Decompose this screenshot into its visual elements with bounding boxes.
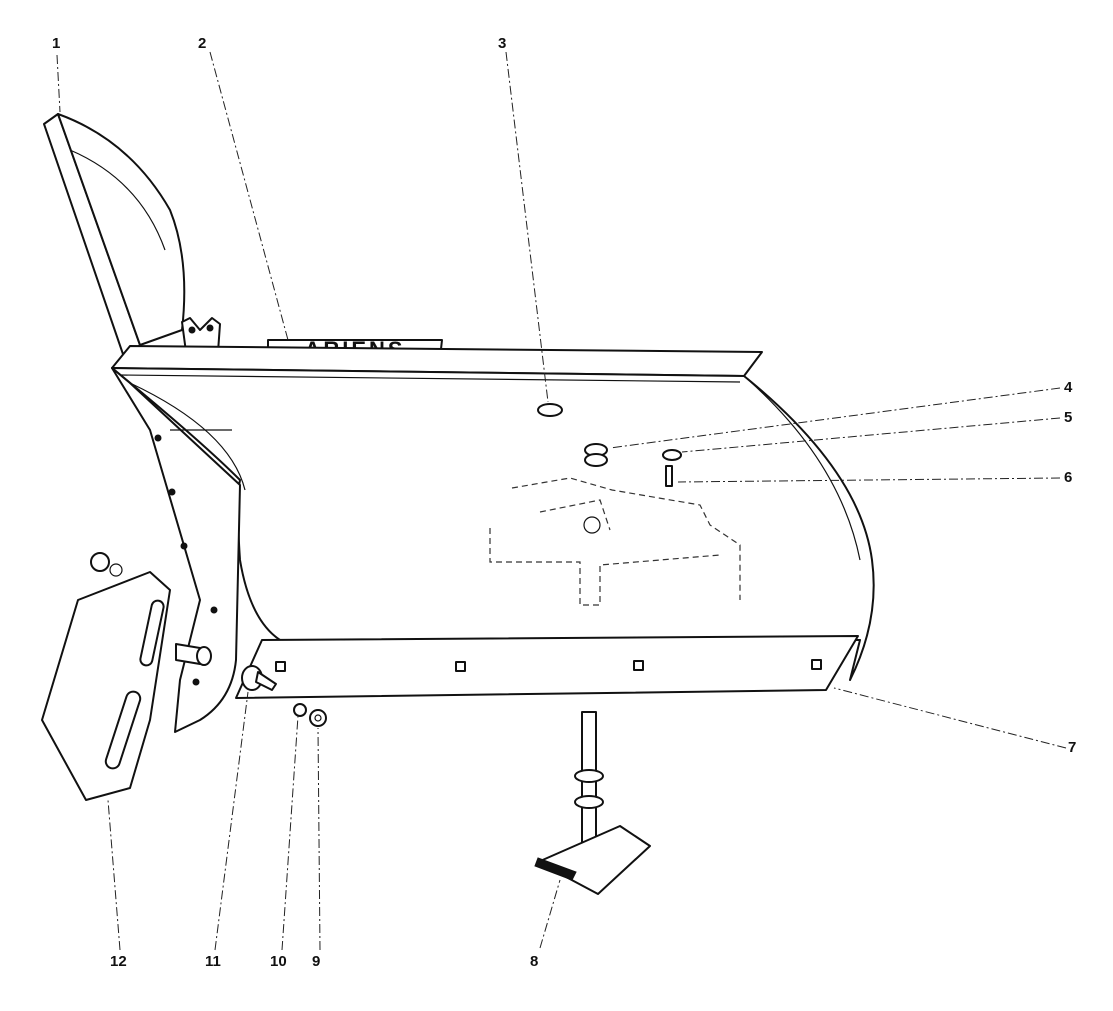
part-8-stand bbox=[534, 711, 651, 895]
part-11-bolt bbox=[241, 665, 277, 691]
callout-1: 1 bbox=[52, 35, 60, 52]
callout-5: 5 bbox=[1064, 409, 1072, 426]
part-12-skid-plate bbox=[41, 552, 212, 801]
callout-labels: 1 2 3 4 5 6 7 8 9 10 11 12 bbox=[52, 35, 1076, 970]
leader-lines bbox=[56, 51, 1067, 951]
moldboard-blade bbox=[111, 345, 875, 681]
hidden-mount-frame bbox=[489, 477, 741, 606]
part-4-spring bbox=[584, 443, 608, 467]
callout-9: 9 bbox=[312, 953, 320, 970]
callout-8: 8 bbox=[530, 953, 538, 970]
callout-4: 4 bbox=[1064, 379, 1073, 396]
callout-2: 2 bbox=[198, 35, 206, 52]
callout-12: 12 bbox=[110, 953, 127, 970]
part-1-deflector bbox=[43, 113, 186, 361]
part-3-nut bbox=[537, 403, 563, 417]
callout-11: 11 bbox=[205, 953, 221, 970]
callout-7: 7 bbox=[1068, 739, 1076, 756]
callout-6: 6 bbox=[1064, 469, 1072, 486]
part-7-cutting-edge bbox=[235, 635, 859, 699]
part-5-washer bbox=[662, 449, 682, 461]
side-plate bbox=[111, 367, 241, 733]
callout-10: 10 bbox=[270, 953, 287, 970]
callout-3: 3 bbox=[498, 35, 506, 52]
part-6-bolt bbox=[665, 465, 673, 487]
part-10-washer bbox=[293, 703, 307, 717]
part-9-nut bbox=[309, 709, 327, 727]
